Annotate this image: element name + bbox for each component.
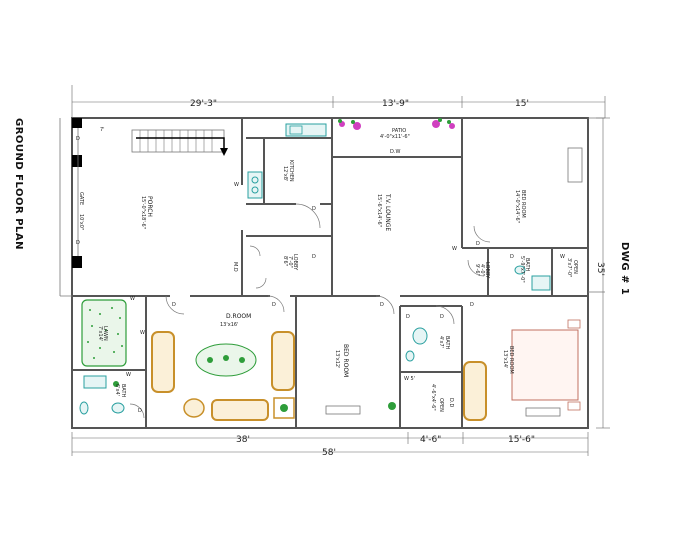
drawing-room-furniture [151,331,295,421]
bath-center-size: 4'x7' [438,336,444,348]
d-room-name: D.ROOM [226,313,251,320]
drawing-number: DWG # 1 [619,242,630,295]
open-right-name: OPEN [572,260,578,274]
window-mark-right: W [560,254,565,260]
kitchen-fixtures [247,123,327,199]
kitchen-name: KITCHEN [288,160,294,182]
dd-mark: D.D [448,398,454,407]
patio-name: PATIO [392,128,406,134]
outer-walls [59,117,605,429]
window-mark-lawn: W [130,296,135,302]
bed-center-size: 13'x12' [334,350,340,368]
door-swings [129,203,491,419]
door-mark-porch-1: D [76,136,80,142]
bed-top-right-name: BED ROOM [520,190,526,218]
lawn-name: LAWN [102,326,108,341]
door-mark-bath-r: D [510,254,514,260]
window-mark-porch: W [234,182,239,188]
kitchen-size: 12'x8' [282,166,288,181]
bath-left-size: 6'x4' [114,384,120,396]
door-mark-bath-c: D [406,314,410,320]
porch-name: PORCH [146,196,153,217]
lobby-right-size: 4'-0" [479,264,485,276]
interior-walls [72,118,588,428]
dim-top-middle: 13'-9" [382,99,409,109]
door-mark-lobby: D [312,254,316,260]
opening-marks: D D 7' W D M.D D D W D W D D D D D W D W… [76,127,565,414]
bath-center-name: BATH [444,336,450,350]
dim-top-right: 15' [515,99,529,109]
door-mark-d-room: D [172,302,176,308]
door-mark-kitchen: D [312,206,316,212]
door-mark-bath-l: D [138,408,142,414]
porch-stairs [131,129,228,156]
potted-plants [113,381,396,410]
gate-pillars [72,118,82,268]
lobby-center-name: LOBBY [292,254,298,271]
lobby-center-size2: 8'6" [282,256,288,266]
dim-overall-width: 58' [322,448,336,458]
lawn-area [81,299,127,367]
open-right-size: 3'x7'-0" [566,258,572,277]
patio-plants [338,118,455,130]
open-center-name: OPEN [438,398,444,412]
lawn-size: 7'x14' [97,326,103,341]
bed-center-name: BED ROOM [342,344,349,377]
right-dimensions: 35' [595,117,610,429]
bed-top-right-size: 14'-0"x14'-6" [514,190,520,223]
bed-bottom-right-size: 13'x14' [502,350,508,368]
door-mark-d-room-2: D [272,302,276,308]
open-center-size: 4'-6"x4'-6" [430,384,436,411]
door-mark-bed-br-2: D [470,302,474,308]
porch-size: 15'-0"x18'-6" [140,196,146,229]
bottom-dimensions: 38' 4'-6" 15'-6" 58' [71,432,589,458]
lobby-center-size: 7'-0" [287,256,293,268]
dim-bottom-right: 15'-6" [508,435,535,445]
md-mark: M.D [232,262,238,272]
room-labels: PORCH 15'-0"x18'-6" GATE 10'x0" KITCHEN … [78,128,578,412]
patio-size: 4'-0"x11'-6" [380,134,410,140]
tv-lounge-size: 15'-6"x14'-6" [376,194,382,227]
lintel-mark: 7' [100,127,105,133]
lobby-right-name: LOBBY [484,262,490,279]
patio-dw-mark: D.W [390,149,400,155]
bath-right-size: 5'-9"x7'-0" [519,256,525,283]
door-mark-porch-2: D [76,240,80,246]
window-mark-bath-l: W [126,372,131,378]
master-bed [463,319,581,421]
tv-lounge-name: T.V. LOUNGE [384,193,391,231]
cupboards [325,147,583,417]
bath-fixtures [79,265,551,415]
dim-bottom-middle: 4'-6" [420,435,441,445]
gate-name: GATE [78,192,84,205]
bath-left-name: BATH [120,384,126,398]
dim-top-left: 29'-3" [190,99,217,109]
bed-bottom-right-name: BED ROOM [508,346,514,374]
lobby-right-size2: 9'-6" [474,264,480,276]
dim-overall-depth: 35' [595,262,605,276]
d-room-size: 13'x16' [220,322,238,328]
gate-size: 10'x0" [78,214,84,230]
top-dimensions: 29'-3" 13'-9" 15' [71,85,606,120]
window-mark-d-room: W [140,330,145,336]
door-mark-bed-br: D [440,314,444,320]
dim-bottom-left: 38' [236,435,250,445]
window-mark-bed-tr: W [452,246,457,252]
bath-right-name: BATH [524,258,530,272]
door-mark-bed-c: D [380,302,384,308]
plan-title: GROUND FLOOR PLAN [13,118,24,250]
window-mark-5ft: W 5' [404,376,415,382]
door-mark-bed-tr: D [476,241,480,247]
